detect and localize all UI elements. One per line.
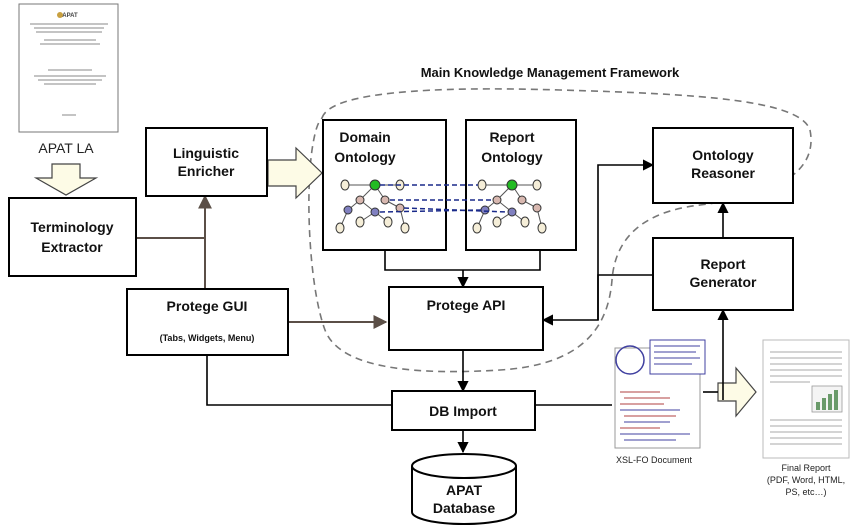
apat-database-line2: Database — [433, 500, 495, 516]
arrow-api-to-reasoner — [597, 159, 655, 320]
apat-la-doc-heading: APAT — [62, 13, 78, 19]
connector-domain-api — [384, 250, 463, 271]
ontology-reasoner-box — [652, 127, 794, 204]
apat-database-cylinder — [411, 453, 517, 525]
protege-gui-line2: (Tabs, Widgets, Menu) — [160, 333, 255, 343]
protege-api-box — [388, 286, 544, 351]
ontology-reasoner-line2: Reasoner — [691, 165, 755, 181]
block-arrow-apat-to-extractor — [33, 163, 99, 196]
block-arrow-enricher-to-ontologies — [267, 146, 323, 200]
connector-report-api — [463, 250, 541, 271]
ontology-mapping-lines — [379, 184, 509, 213]
protege-api-label: Protege API — [427, 297, 506, 313]
domain-ontology-tree — [335, 179, 410, 234]
connector-extractor-gui — [136, 237, 206, 289]
domain-ontology-line1: Domain — [339, 129, 390, 145]
framework-title: Main Knowledge Management Framework — [421, 65, 680, 80]
db-import-label: DB Import — [429, 403, 497, 419]
domain-ontology-line2: Ontology — [334, 149, 396, 165]
report-ontology-line2: Ontology — [481, 149, 543, 165]
final-report-line1: Final Report — [781, 463, 831, 473]
arrow-generator-to-api — [541, 274, 653, 326]
linguistic-enricher-line1: Linguistic — [173, 145, 239, 161]
apat-la-label: APAT LA — [38, 140, 94, 156]
apat-database-line1: APAT — [446, 482, 482, 498]
final-report-thumbnail — [762, 339, 850, 459]
xsl-fo-document-thumbnail — [614, 339, 706, 449]
report-ontology-tree — [472, 179, 547, 234]
terminology-extractor-box — [8, 197, 137, 277]
linguistic-enricher-line2: Enricher — [178, 163, 235, 179]
report-generator-line1: Report — [700, 256, 745, 272]
report-generator-box — [652, 237, 794, 311]
protege-gui-box — [126, 288, 289, 356]
linguistic-enricher-box — [145, 127, 268, 197]
ontology-reasoner-line1: Ontology — [692, 147, 754, 163]
protege-gui-line1: Protege GUI — [167, 298, 248, 314]
root-class-node — [369, 179, 381, 191]
terminology-extractor-line2: Extractor — [41, 239, 103, 255]
block-arrow-to-final-report — [717, 366, 757, 418]
terminology-extractor-line1: Terminology — [31, 219, 114, 235]
connector-gui-dbimport — [206, 355, 392, 406]
report-ontology-line1: Report — [489, 129, 534, 145]
final-report-line2: (PDF, Word, HTML, — [767, 475, 845, 485]
apat-la-document: APAT — [18, 3, 119, 133]
report-generator-line2: Generator — [690, 274, 757, 290]
xsl-fo-document-label: XSL-FO Document — [616, 455, 693, 465]
db-import-box — [391, 390, 536, 431]
final-report-line3: PS, etc…) — [785, 487, 826, 497]
framework-boundary — [308, 88, 812, 373]
